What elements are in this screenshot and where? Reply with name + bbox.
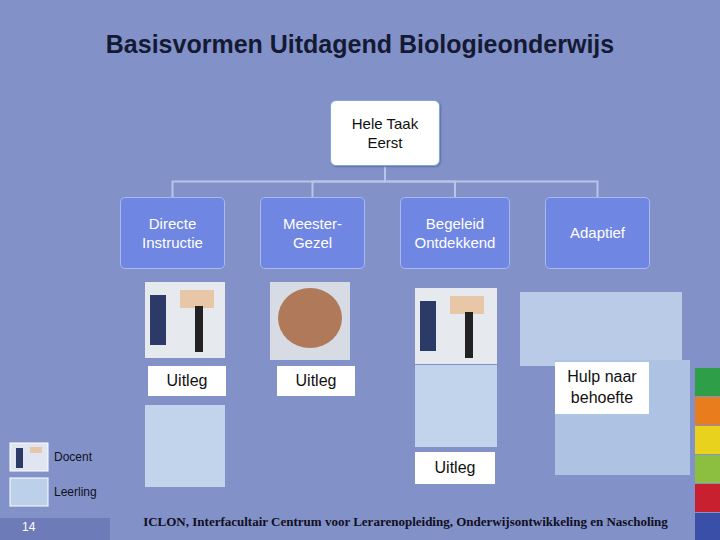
legend-icons (10, 443, 48, 506)
footer-strip (0, 518, 110, 540)
tree-connector (313, 166, 386, 197)
color-bar (695, 368, 720, 540)
page-number: 14 (22, 520, 35, 534)
node-text: Uitleg (296, 371, 337, 392)
legend-text: Leerling (54, 485, 97, 499)
method-box: Adaptief (545, 197, 650, 269)
footer-text: ICLON, Interfacultair Centrum voor Lerar… (118, 514, 693, 530)
method-box: Directe Instructie (120, 197, 225, 269)
node-text: Uitleg (435, 458, 476, 479)
node-text: Adaptief (570, 223, 625, 243)
node-text: Directe Instructie (127, 214, 218, 253)
photos (145, 282, 690, 487)
node-text: Uitleg (167, 371, 208, 392)
note-box: Hulp naar behoefte (555, 362, 649, 414)
note-box: Uitleg (148, 366, 226, 396)
node-text: Meester-Gezel (267, 214, 358, 253)
node-text: Begeleid Ontdekkend (407, 214, 503, 253)
method-box: Meester-Gezel (260, 197, 365, 269)
legend-text: Docent (54, 450, 92, 464)
tree-connector (173, 166, 386, 197)
node-text: Hele Taak Eerst (337, 114, 433, 153)
root-box: Hele Taak Eerst (330, 100, 440, 166)
method-box: Begeleid Ontdekkend (400, 197, 510, 269)
node-text: Hulp naar behoefte (561, 367, 643, 409)
tree-connector (385, 166, 598, 197)
note-box: Uitleg (415, 452, 495, 484)
title: Basisvormen Uitdagend Biologieonderwijs (0, 30, 720, 59)
note-box: Uitleg (277, 366, 355, 396)
